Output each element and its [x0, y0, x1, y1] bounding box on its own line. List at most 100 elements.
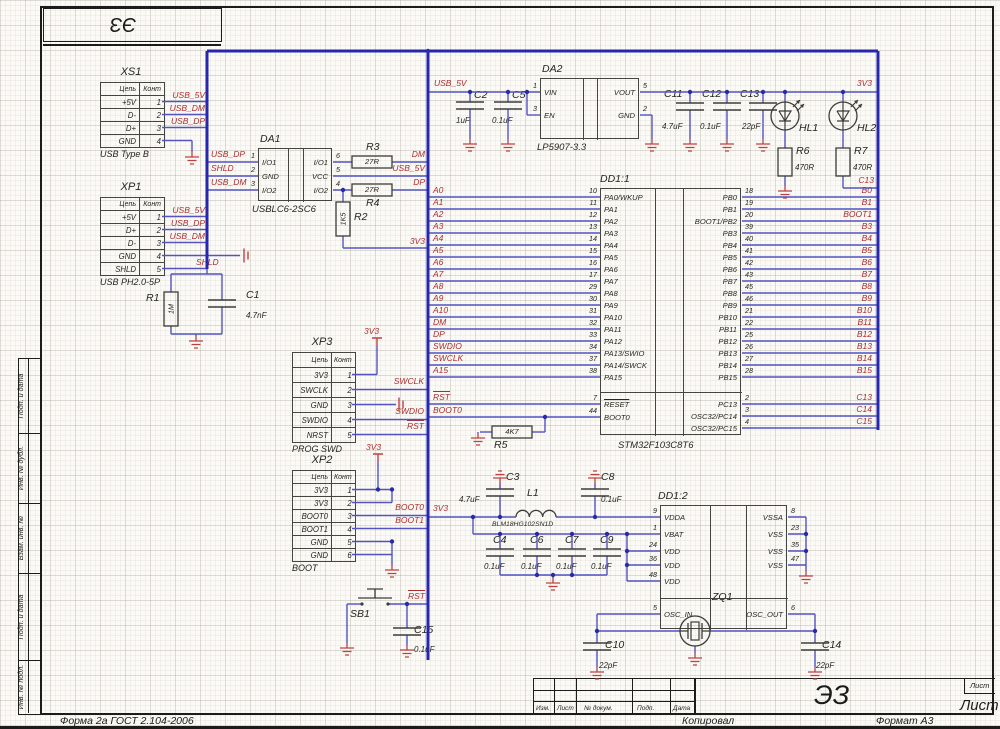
junction-dot — [604, 531, 610, 537]
ic-divider — [288, 148, 290, 202]
capacitor-symbol — [486, 548, 514, 557]
pin-number: 47 — [791, 554, 799, 563]
capacitor-symbol — [494, 101, 522, 110]
pin-name: VSS — [767, 530, 783, 539]
net-label: B8 — [861, 281, 872, 291]
connector-cell: NRST — [292, 427, 332, 443]
ic-caption: USBLC6-2SC6 — [252, 204, 316, 215]
junction-dot — [803, 548, 809, 554]
pin-number: 3 — [251, 179, 255, 188]
net-label: 3V3 — [409, 236, 425, 246]
pin-number: 24 — [649, 540, 657, 549]
ground-icon — [799, 571, 813, 584]
refdes-label: HL1 — [799, 122, 819, 134]
value-label: 4.7uF — [459, 494, 480, 504]
pin-name: PA6 — [604, 265, 618, 274]
pin-number: 30 — [589, 294, 597, 303]
pin-number: 32 — [589, 318, 597, 327]
net-label: A15 — [433, 365, 449, 375]
junction-dot — [594, 628, 600, 634]
pin-name: PB0 — [722, 193, 737, 202]
ground-icon — [501, 139, 515, 152]
junction-dot — [542, 414, 548, 420]
connector-cell: GND — [292, 548, 332, 562]
pin-number: 4 — [336, 179, 340, 188]
junction-dot — [497, 514, 503, 520]
junction-dot — [467, 89, 473, 95]
net-label: 3V3 — [856, 78, 872, 88]
refdes-label: R7 — [854, 145, 868, 157]
pin-name: PA5 — [604, 253, 618, 262]
net-label: A6 — [433, 257, 444, 267]
net-label: A8 — [433, 281, 444, 291]
ic-divider — [683, 188, 685, 436]
net-label: USB_5V — [172, 90, 205, 100]
ic-divider — [710, 505, 712, 630]
refdes-label: C12 — [702, 88, 722, 100]
junction-dot — [497, 531, 503, 537]
pin-number: 19 — [745, 198, 753, 207]
pin-number: 1 — [653, 523, 657, 532]
ic-divider — [746, 505, 748, 630]
refdes-label: C13 — [740, 88, 760, 100]
value-label: 4K7 — [505, 427, 519, 437]
ic-divider — [583, 78, 585, 140]
junction-dot — [569, 572, 575, 578]
pin-name: VSS — [767, 561, 783, 570]
net-label: USB_DP — [170, 218, 205, 228]
net-label: USB_5V — [172, 205, 205, 215]
tb-col-list: Лист — [557, 705, 574, 712]
ic-divider — [600, 392, 742, 394]
pin-number: 40 — [745, 234, 753, 243]
junction-dot — [782, 89, 788, 95]
connector-ref: XP1 — [120, 181, 142, 193]
pin-name: GND — [262, 172, 279, 181]
pin-number: 10 — [589, 186, 597, 195]
net-label: C13 — [856, 392, 872, 402]
net-label: B13 — [856, 341, 872, 351]
net-label: A4 — [433, 233, 444, 243]
junction-dot — [375, 487, 381, 492]
net-label: B3 — [861, 221, 872, 231]
junction-dot — [687, 89, 693, 95]
pin-name: PA9 — [604, 301, 618, 310]
net-label: B5 — [861, 245, 872, 255]
pin-number: 25 — [745, 330, 753, 339]
chassis-ground-icon — [243, 248, 249, 263]
junction-dot — [624, 562, 630, 568]
pin-name: PB7 — [722, 277, 737, 286]
ic-DA1 — [258, 148, 332, 201]
resistor-symbol — [351, 183, 393, 197]
pin-name: PA4 — [604, 241, 618, 250]
pin-name: BOOT1/PB2 — [694, 217, 737, 226]
pin-number: 5 — [643, 81, 647, 90]
pin-number: 14 — [589, 234, 597, 243]
pin-name: PB9 — [722, 301, 737, 310]
pin-number: 7 — [593, 393, 597, 402]
pin-number: 46 — [745, 294, 753, 303]
pin-number: 5 — [336, 165, 340, 174]
value-label: 0.1uF — [484, 561, 505, 571]
net-label: SWDIO — [433, 341, 462, 351]
pin-number: 36 — [649, 554, 657, 563]
net-label: A9 — [433, 293, 444, 303]
pin-number: 1 — [251, 151, 255, 160]
net-label: 3V3 — [366, 442, 382, 452]
pin-number: 20 — [745, 210, 753, 219]
resistor-symbol — [777, 147, 793, 177]
refdes-label: R5 — [494, 439, 508, 451]
pin-number: 15 — [589, 246, 597, 255]
capacitor-symbol — [713, 102, 741, 111]
pin-name: VSSA — [762, 513, 783, 522]
pin-number: 27 — [745, 354, 753, 363]
junction-dot — [534, 572, 540, 578]
ic-divider — [660, 598, 788, 600]
pin-number: 35 — [791, 540, 799, 549]
pin-name: VDD — [664, 547, 681, 556]
value-label: 0.1uF — [700, 121, 721, 131]
value-label: 4.7nF — [246, 310, 267, 320]
